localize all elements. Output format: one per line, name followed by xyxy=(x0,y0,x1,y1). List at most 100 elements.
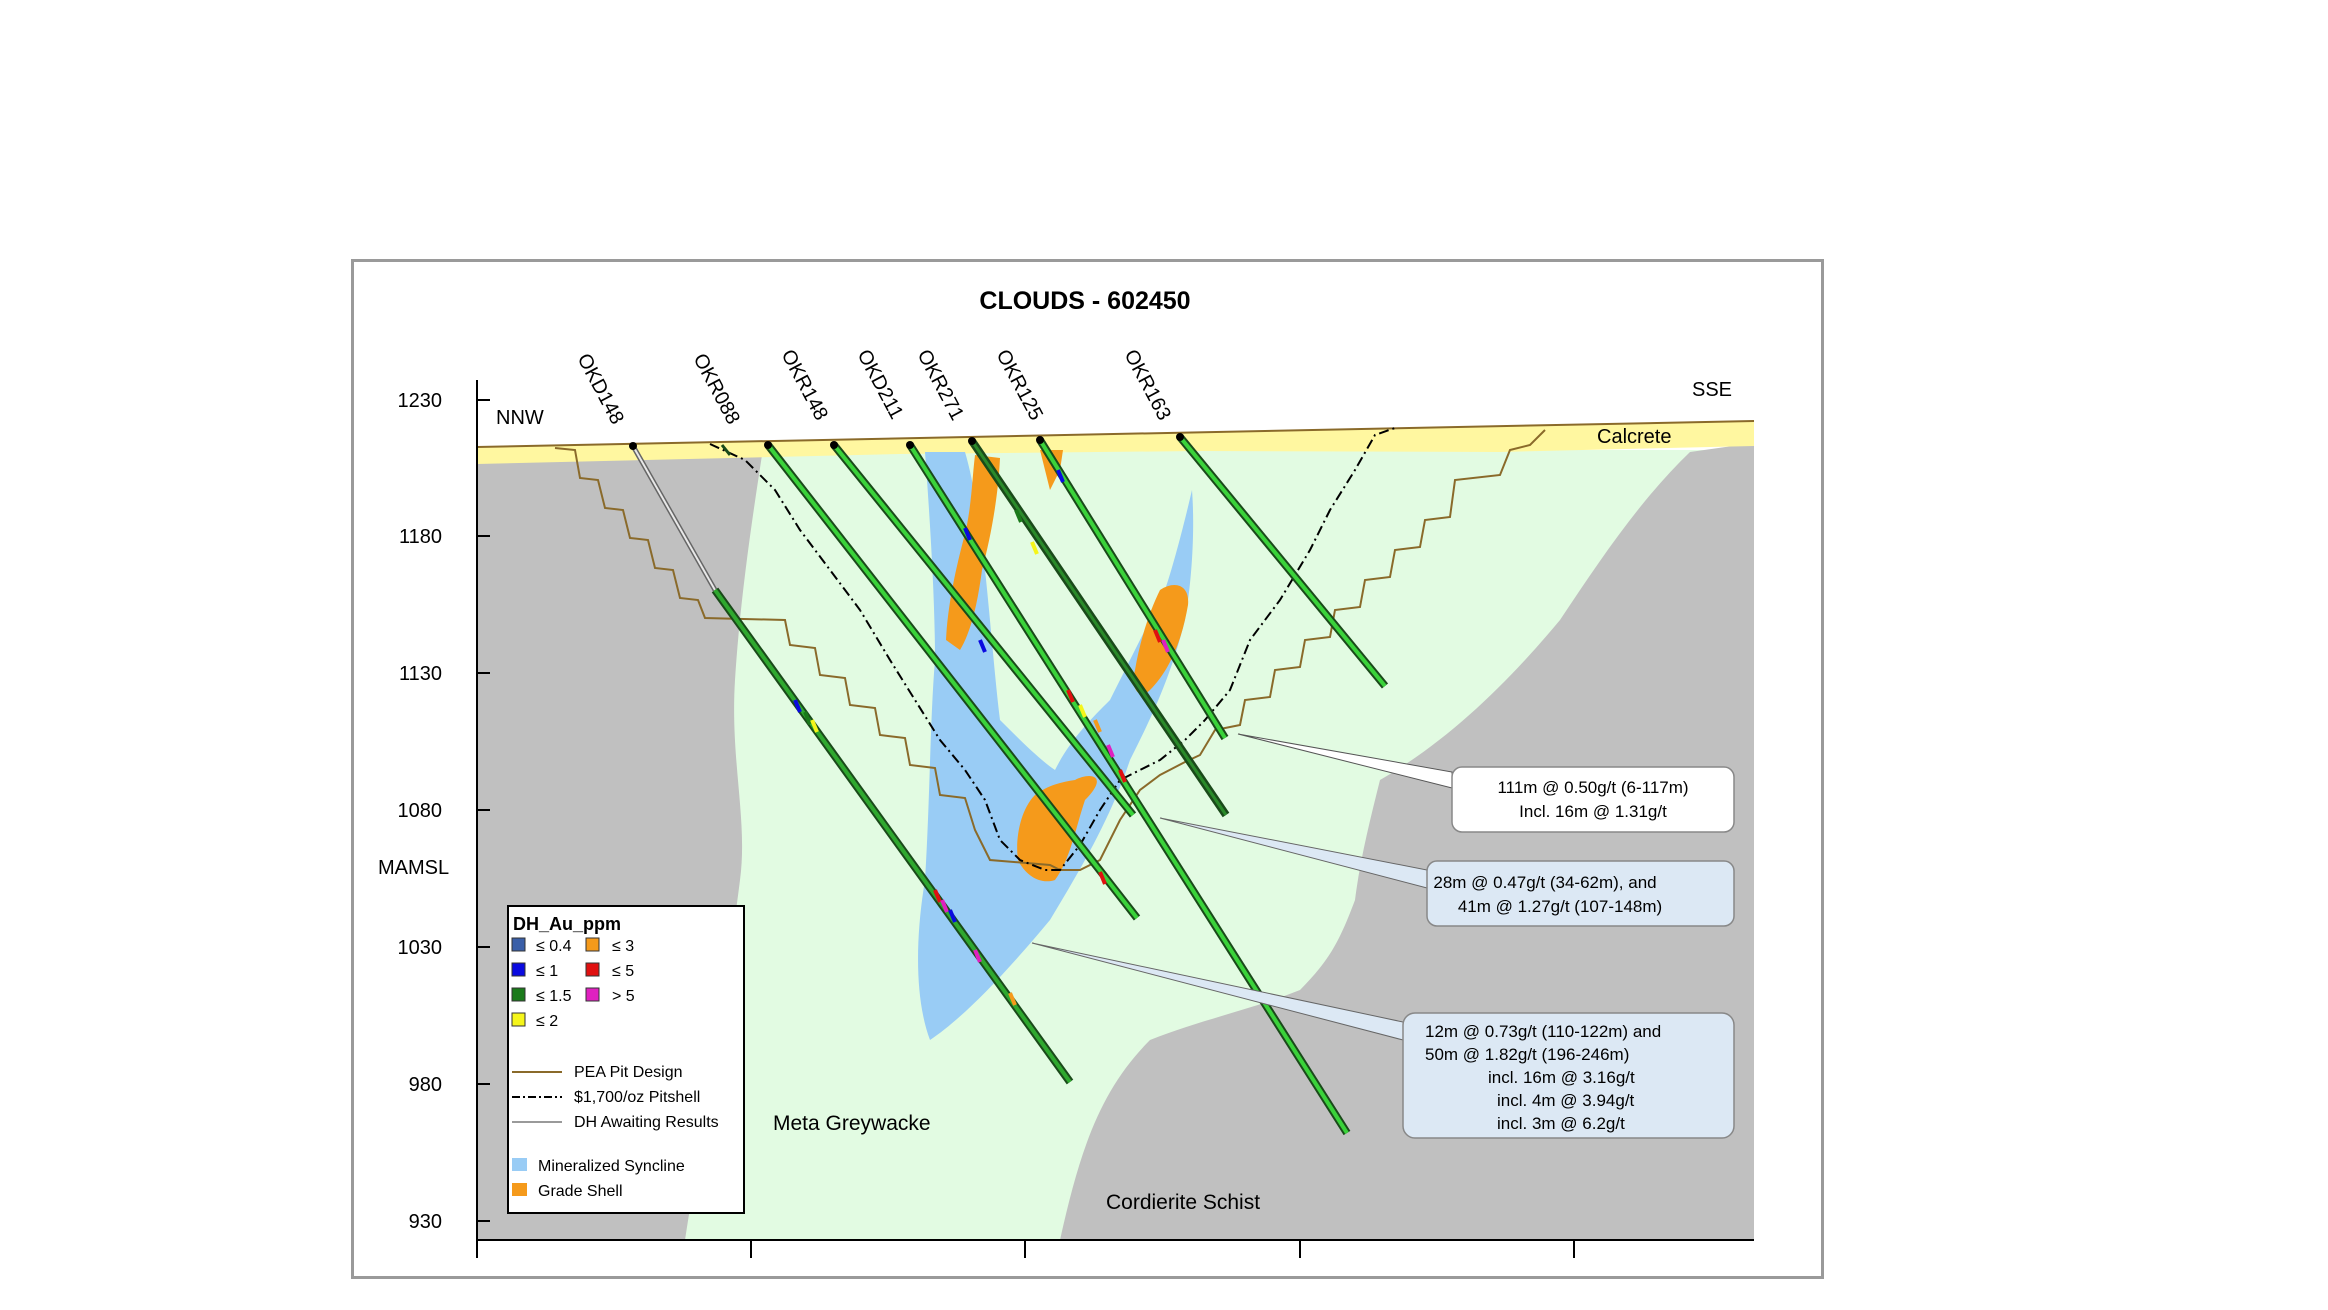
drillhole-label: OKD148 xyxy=(573,350,628,428)
callout-3-line: incl. 3m @ 6.2g/t xyxy=(1497,1114,1625,1133)
unit-cordierite-schist: Cordierite Schist xyxy=(1106,1191,1260,1214)
legend-grade-label: ≤ 1 xyxy=(536,963,558,980)
unit-meta-greywacke: Meta Greywacke xyxy=(773,1112,931,1135)
callout-2-line: 41m @ 1.27g/t (107-148m) xyxy=(1458,897,1662,916)
calcrete-layer xyxy=(477,421,1754,464)
assay-tick xyxy=(1066,689,1075,703)
drillhole-okr163-b-core xyxy=(1178,435,1387,688)
legend-swatch xyxy=(511,962,526,977)
legend-grade-label: ≤ 0.4 xyxy=(536,938,572,955)
legend-swatch xyxy=(512,1158,527,1171)
direction-nnw: NNW xyxy=(496,407,544,429)
mineralized-syncline xyxy=(918,452,1194,1040)
legend-swatch xyxy=(585,962,600,977)
drillhole-label: OKD211 xyxy=(853,346,908,423)
assay-tick xyxy=(940,899,949,913)
collar xyxy=(764,441,772,449)
callout-1: 111m @ 0.50g/t (6-117m) Incl. 16m @ 1.31… xyxy=(1237,733,1735,833)
collar xyxy=(1176,433,1184,441)
legend-grade-label: ≤ 2 xyxy=(536,1013,558,1030)
assay-tick xyxy=(973,949,982,963)
legend-line-label: DH Awaiting Results xyxy=(574,1114,719,1131)
collar xyxy=(906,441,914,449)
callout-3-line: incl. 16m @ 3.16g/t xyxy=(1488,1068,1635,1087)
callout-1-box xyxy=(1451,766,1735,833)
assay-tick xyxy=(803,711,812,725)
callout-3-line: 50m @ 1.82g/t (196-246m) xyxy=(1425,1045,1629,1064)
assay-tick xyxy=(1093,719,1102,733)
drillhole-okr271-core xyxy=(908,443,1349,1135)
callout-2: 28m @ 0.47g/t (34-62m), and 41m @ 1.27g/… xyxy=(1159,817,1735,927)
legend-area-label: Mineralized Syncline xyxy=(538,1158,685,1175)
legend-grade-label: > 5 xyxy=(612,988,635,1005)
pitshell-1700 xyxy=(709,427,1396,871)
drillhole-okr148-core xyxy=(766,443,1139,920)
y-tick-label: 930 xyxy=(409,1211,442,1233)
collar xyxy=(1036,436,1044,444)
drill-holes xyxy=(629,433,1389,1136)
grade-shell-lower xyxy=(1017,776,1097,882)
drillhole-label: OKR088 xyxy=(689,350,744,428)
y-tick-label: 1130 xyxy=(399,663,442,685)
y-axis-label: MAMSL xyxy=(378,857,449,879)
legend-swatch xyxy=(511,1012,526,1027)
assay-tick xyxy=(1056,469,1065,483)
legend-swatch xyxy=(585,937,600,952)
callout-1-line: Incl. 16m @ 1.31g/t xyxy=(1519,802,1667,821)
legend-grade-label: ≤ 1.5 xyxy=(536,988,572,1005)
drillhole-label: OKR271 xyxy=(913,346,968,424)
assay-tick xyxy=(810,719,819,733)
section-title: CLOUDS - 602450 xyxy=(979,287,1190,315)
y-tick-label: 980 xyxy=(409,1074,442,1096)
legend-swatch xyxy=(585,987,600,1002)
pea-pit-design xyxy=(554,429,1546,871)
assay-ticks xyxy=(793,469,1170,1006)
callout-3-line: incl. 4m @ 3.94g/t xyxy=(1497,1091,1635,1110)
drillhole-label: OKR148 xyxy=(777,346,832,424)
callout-3: 12m @ 0.73g/t (110-122m) and 50m @ 1.82g… xyxy=(1031,942,1735,1139)
assay-tick xyxy=(1014,509,1023,523)
legend-grade-label: ≤ 5 xyxy=(612,963,634,980)
legend: DH_Au_ppm ≤ 0.4 ≤ 3 ≤ 1 ≤ 5 ≤ 1.5 > 5 ≤ … xyxy=(507,905,745,1214)
collar xyxy=(968,437,976,445)
legend-line-label: PEA Pit Design xyxy=(574,1064,683,1081)
assay-tick xyxy=(963,527,972,541)
drillhole-labels: OKD148 OKR088 OKR148 OKD211 OKR271 OKR12… xyxy=(573,346,1175,428)
drillhole-okr163-a-core xyxy=(1038,438,1227,740)
collar xyxy=(629,442,637,450)
legend-area-label: Grade Shell xyxy=(538,1183,623,1200)
y-tick-label: 1030 xyxy=(398,937,443,959)
callout-3-box xyxy=(1402,1012,1735,1139)
assay-tick xyxy=(948,909,957,923)
collar-markers xyxy=(629,433,1184,450)
y-tick-label: 1230 xyxy=(398,390,443,412)
callout-2-box xyxy=(1426,860,1735,927)
callout-3-line: 12m @ 0.73g/t (110-122m) and xyxy=(1425,1022,1661,1041)
grade-shell-top-small xyxy=(1040,450,1063,490)
assay-tick xyxy=(1098,871,1107,885)
assay-tick xyxy=(1078,704,1087,718)
legend-box xyxy=(507,905,745,1214)
legend-title: DH_Au_ppm xyxy=(513,914,621,934)
y-tick-label: 1080 xyxy=(398,800,443,822)
assay-tick xyxy=(1118,769,1127,783)
assay-tick xyxy=(1030,541,1039,555)
legend-swatch xyxy=(511,937,526,952)
assay-tick xyxy=(933,889,942,903)
drillhole-okd148-core xyxy=(632,445,716,591)
collar xyxy=(830,441,838,449)
assay-tick xyxy=(1161,639,1170,653)
drillhole-okr088 xyxy=(720,444,732,456)
drillhole-okr125-core xyxy=(970,440,1228,816)
y-tick-label: 1180 xyxy=(399,526,442,548)
legend-grade-label: ≤ 3 xyxy=(612,938,634,955)
drillhole-label: OKR125 xyxy=(992,346,1047,424)
legend-swatch xyxy=(511,987,526,1002)
callout-2-line: 28m @ 0.47g/t (34-62m), and xyxy=(1433,873,1656,892)
callout-1-line: 111m @ 0.50g/t (6-117m) xyxy=(1497,778,1688,797)
assay-tick xyxy=(1106,744,1115,758)
legend-line-label: $1,700/oz Pitshell xyxy=(574,1089,700,1106)
figure-frame xyxy=(351,259,1824,1279)
direction-sse: SSE xyxy=(1692,379,1732,401)
